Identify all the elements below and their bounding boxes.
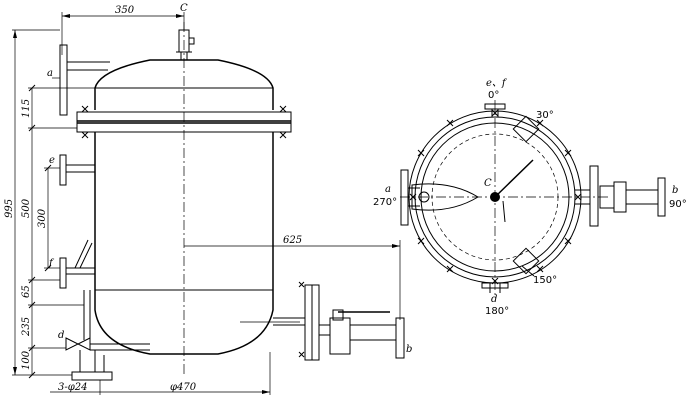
- label-b-side: b: [406, 344, 412, 355]
- label-b-top: b: [672, 185, 678, 196]
- dim-e-f: 300: [37, 208, 48, 228]
- top-view: e、f 0° 30° 150° C a 270° b 90°: [373, 78, 687, 317]
- angle-150: 150°: [533, 275, 557, 286]
- dim-legs: 3-φ24: [58, 382, 87, 393]
- dim-shell: 500: [21, 198, 32, 218]
- dim-total-height: 995: [4, 199, 15, 218]
- dim-head: 115: [21, 99, 32, 118]
- label-c-top-view: C: [484, 178, 492, 189]
- dim-top-width: 350: [115, 5, 135, 16]
- label-e-side: e: [49, 155, 55, 166]
- dim-base-diameter: φ470: [170, 382, 197, 393]
- angle-a: 270°: [373, 197, 397, 208]
- angle-b: 90°: [669, 199, 687, 210]
- dim-f-low: 65: [21, 285, 32, 298]
- dim-nozzle-offset: 625: [283, 235, 302, 246]
- label-ef-top: e、f: [486, 78, 508, 89]
- angle-ef: 0°: [488, 90, 499, 101]
- angle-30: 30°: [536, 110, 554, 121]
- dim-lower: 235: [21, 317, 32, 337]
- side-view: 350 C a: [4, 3, 412, 395]
- label-a-side: a: [47, 68, 53, 79]
- label-f-side: f: [48, 258, 55, 269]
- label-d-top: d: [491, 294, 497, 305]
- bolt-marks: [409, 109, 582, 285]
- label-d-side: d: [58, 330, 64, 341]
- label-a-top: a: [385, 184, 391, 195]
- label-c-top: C: [180, 3, 188, 14]
- dim-bottom: 100: [21, 350, 32, 370]
- angle-d: 180°: [485, 306, 509, 317]
